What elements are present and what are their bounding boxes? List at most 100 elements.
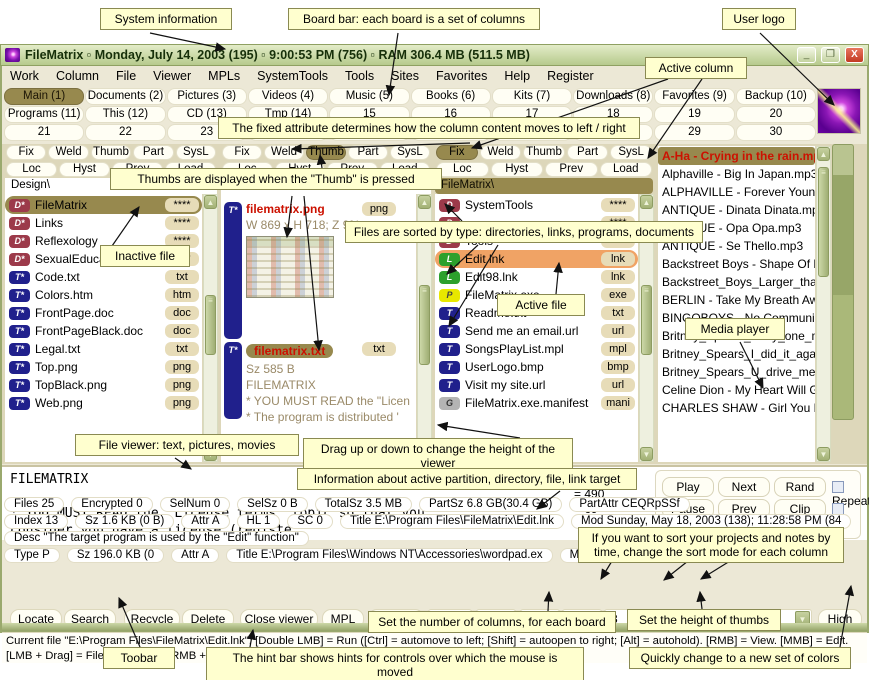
maximize-button[interactable]: ❐ [821, 47, 840, 63]
column-attr-button[interactable]: Thumb [90, 145, 132, 160]
play-button[interactable]: Play [662, 477, 714, 497]
menu-item[interactable]: MPLs [208, 69, 241, 83]
column-attr-button[interactable]: SysL [175, 145, 217, 160]
board-tab[interactable]: Main (1) [4, 88, 85, 105]
file-row[interactable]: D SystemTools **** [435, 196, 638, 214]
file-row[interactable]: L Edit.lnk lnk [435, 250, 638, 268]
column-mode-button[interactable]: Loc [436, 162, 489, 177]
file-row[interactable]: T* Code.txt txt [5, 268, 202, 286]
rand-button[interactable]: Rand [774, 477, 826, 497]
file-row[interactable]: T* Top.png png [5, 358, 202, 376]
file-row[interactable]: T* Web.png png [5, 394, 202, 412]
minimize-button[interactable]: _ [797, 47, 816, 63]
file-row[interactable]: T* Colors.htm htm [5, 286, 202, 304]
board-tab[interactable]: Music (5) [329, 88, 410, 105]
user-logo-image[interactable] [817, 88, 861, 134]
menu-item[interactable]: Tools [344, 69, 375, 83]
menu-item[interactable]: Register [547, 69, 594, 83]
column-attr-button[interactable]: SysL [390, 145, 430, 160]
board-tab[interactable]: 21 [4, 124, 85, 141]
column3-path[interactable]: FileMatrix\ [435, 178, 653, 194]
playlist-item[interactable]: Celine Dion - My Heart Will Go On [662, 383, 815, 397]
menu-item[interactable]: Viewer [153, 69, 192, 83]
board-tab[interactable]: Pictures (3) [166, 88, 247, 105]
playlist-item[interactable]: Backstreet Boys - Shape Of My H [662, 257, 815, 271]
playlist-item[interactable]: Backstreet_Boys_Larger_than_lif [662, 275, 815, 289]
board-tab[interactable]: This (12) [85, 106, 166, 123]
thumbnail-image[interactable] [246, 236, 334, 298]
column-attr-button[interactable]: Part [133, 145, 174, 160]
board-tab[interactable]: 19 [654, 106, 735, 123]
scroll-up-icon[interactable]: ▲ [640, 195, 653, 209]
column-attr-button[interactable]: Fix [222, 145, 262, 160]
file-row[interactable]: T* FrontPage.doc doc [5, 304, 202, 322]
playlist-item[interactable]: BERLIN - Take My Breath Away.m [662, 293, 815, 307]
scroll-thumb[interactable]: ≡ [818, 167, 829, 277]
next-button[interactable]: Next [718, 477, 770, 497]
color-set-bar[interactable] [832, 144, 854, 420]
file-row[interactable]: D* Reflexology **** [5, 232, 202, 250]
file-row[interactable]: T UserLogo.bmp bmp [435, 358, 638, 376]
column-attr-button[interactable]: SysL [610, 145, 652, 160]
menu-item[interactable]: Sites [391, 69, 419, 83]
board-tab[interactable]: 22 [85, 124, 166, 141]
board-tab[interactable]: 20 [735, 106, 816, 123]
close-button[interactable]: X [845, 47, 864, 63]
scroll-thumb[interactable]: ≡ [641, 285, 652, 355]
board-tab[interactable]: Favorites (9) [654, 88, 735, 105]
board-tab[interactable]: Books (6) [410, 88, 491, 105]
column-mode-button[interactable]: Loc [6, 162, 57, 177]
menu-item[interactable]: Help [504, 69, 531, 83]
scroll-down-icon[interactable]: ▼ [640, 447, 653, 461]
board-tab[interactable]: Kits (7) [491, 88, 573, 105]
board-tab[interactable]: Documents (2) [85, 88, 166, 105]
column-attr-button[interactable]: Thumb [523, 145, 565, 160]
playlist-item[interactable]: Britney_Spears_I_did_it_again.m [662, 347, 815, 361]
column-attr-button[interactable]: Weld [264, 145, 304, 160]
file-row[interactable]: D* FileMatrix **** [5, 196, 202, 214]
playlist-item[interactable]: ANTIQUE - Dinata Dinata.mp3 [662, 203, 815, 217]
column-attr-button[interactable]: Weld [48, 145, 89, 160]
column3-scrollbar[interactable]: ▲ ≡ ▼ [639, 194, 654, 462]
file-row[interactable]: L Edit98.lnk lnk [435, 268, 638, 286]
menu-item[interactable]: Favorites [435, 69, 488, 83]
file-row[interactable]: T* FrontPageBlack.doc doc [5, 322, 202, 340]
column-attr-button[interactable]: Part [348, 145, 388, 160]
board-tab[interactable]: Downloads (8) [573, 88, 654, 105]
column-attr-button[interactable]: Thumb [306, 145, 346, 160]
scroll-up-icon[interactable]: ▲ [817, 147, 830, 161]
menu-item[interactable]: File [116, 69, 137, 83]
column-attr-button[interactable]: Fix [436, 145, 478, 160]
playlist-item[interactable]: ALPHAVILLE - Forever Young.mp3 [662, 185, 815, 199]
checkbox-icon[interactable] [832, 481, 844, 493]
column-attr-button[interactable]: Part [566, 145, 609, 160]
column1-scrollbar[interactable]: ▲ ≡ ▼ [203, 194, 218, 462]
column-attr-button[interactable]: Fix [6, 145, 47, 160]
scroll-thumb[interactable]: ≡ [205, 295, 216, 355]
board-tab[interactable]: Videos (4) [247, 88, 329, 105]
scroll-down-icon[interactable]: ▼ [817, 447, 830, 461]
playlist-item[interactable]: Britney_Spears_U_drive_me_craz [662, 365, 815, 379]
board-tab[interactable]: Programs (11) [4, 106, 85, 123]
file-row[interactable]: T* TopBlack.png png [5, 376, 202, 394]
thumb-title[interactable]: filematrix.txt [246, 344, 334, 358]
column-mode-button[interactable]: Prev [545, 162, 598, 177]
playlist-scrollbar[interactable]: ▲ ≡ ▼ [816, 146, 831, 462]
playlist-item[interactable]: Alphaville - Big In Japan.mp3 [662, 167, 815, 181]
column-mode-button[interactable]: Load [599, 162, 652, 177]
file-row[interactable]: G FileMatrix.exe.manifest mani [435, 394, 638, 412]
column-mode-button[interactable]: Hyst [59, 162, 110, 177]
scroll-thumb[interactable]: ≡ [419, 285, 430, 365]
column-attr-button[interactable]: Weld [479, 145, 522, 160]
board-tab[interactable]: Backup (10) [735, 88, 816, 105]
file-row[interactable]: D* Links **** [5, 214, 202, 232]
scroll-up-icon[interactable]: ▲ [418, 195, 431, 209]
menu-item[interactable]: SystemTools [257, 69, 328, 83]
playlist-item[interactable]: A-Ha - Crying in the rain.mp3 [658, 147, 815, 165]
board-tab[interactable]: 29 [654, 124, 735, 141]
scroll-up-icon[interactable]: ▲ [204, 195, 217, 209]
file-row[interactable]: T Send me an email.url url [435, 322, 638, 340]
file-row[interactable]: T* Legal.txt txt [5, 340, 202, 358]
menu-item[interactable]: Work [10, 69, 39, 83]
file-row[interactable]: T Visit my site.url url [435, 376, 638, 394]
